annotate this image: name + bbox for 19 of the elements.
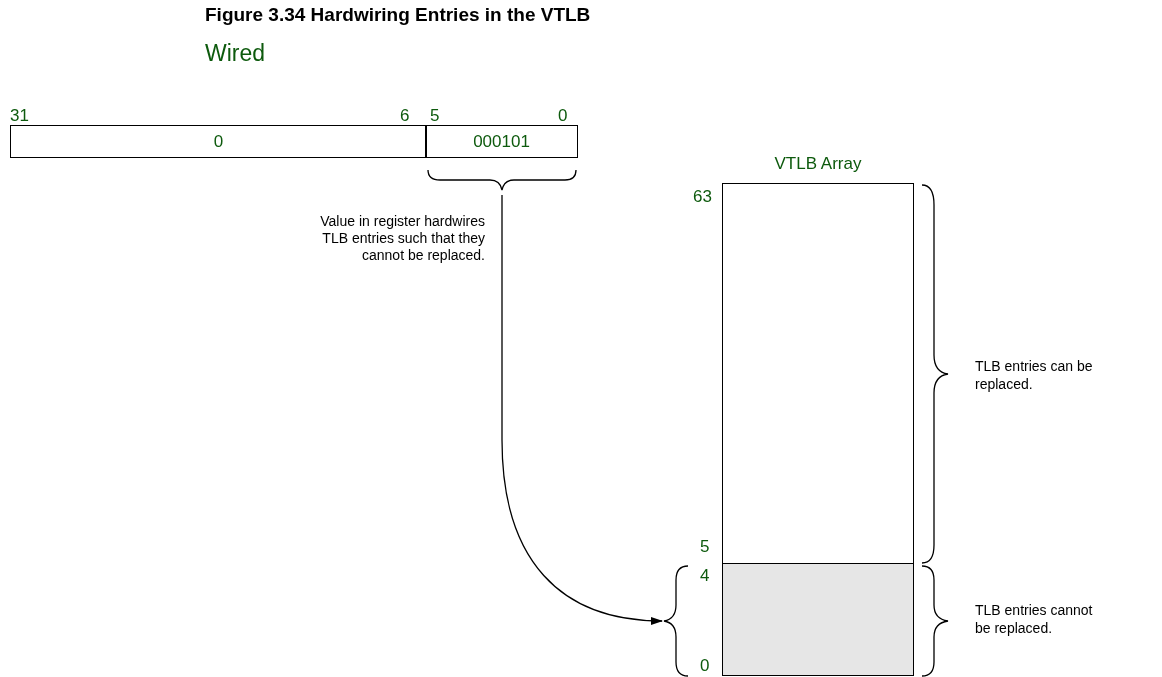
register-field: 000101 <box>425 125 578 158</box>
entry-index: 4 <box>700 566 710 586</box>
entry-index: 63 <box>693 187 712 207</box>
register-field: 0 <box>10 125 427 158</box>
array-title: VTLB Array <box>773 154 863 174</box>
bit-number: 0 <box>558 106 568 126</box>
register-name: Wired <box>205 40 266 67</box>
entry-index: 5 <box>700 537 710 557</box>
entry-index: 0 <box>700 656 710 676</box>
annotation-text: Value in register hardwires TLB entries such that they cannot be replaced. <box>319 213 485 264</box>
figure-title: Figure 3.34 Hardwiring Entries in the VTLB <box>205 4 591 26</box>
bit-number: 31 <box>10 106 29 126</box>
bit-number: 6 <box>400 106 410 126</box>
arrow <box>501 194 663 625</box>
brace-note: TLB entries cannot be replaced. <box>975 601 1094 637</box>
bit-number: 5 <box>430 106 440 126</box>
shaded-region <box>722 563 914 676</box>
array-region <box>722 183 914 565</box>
brace-note: TLB entries can be replaced. <box>975 357 1094 393</box>
